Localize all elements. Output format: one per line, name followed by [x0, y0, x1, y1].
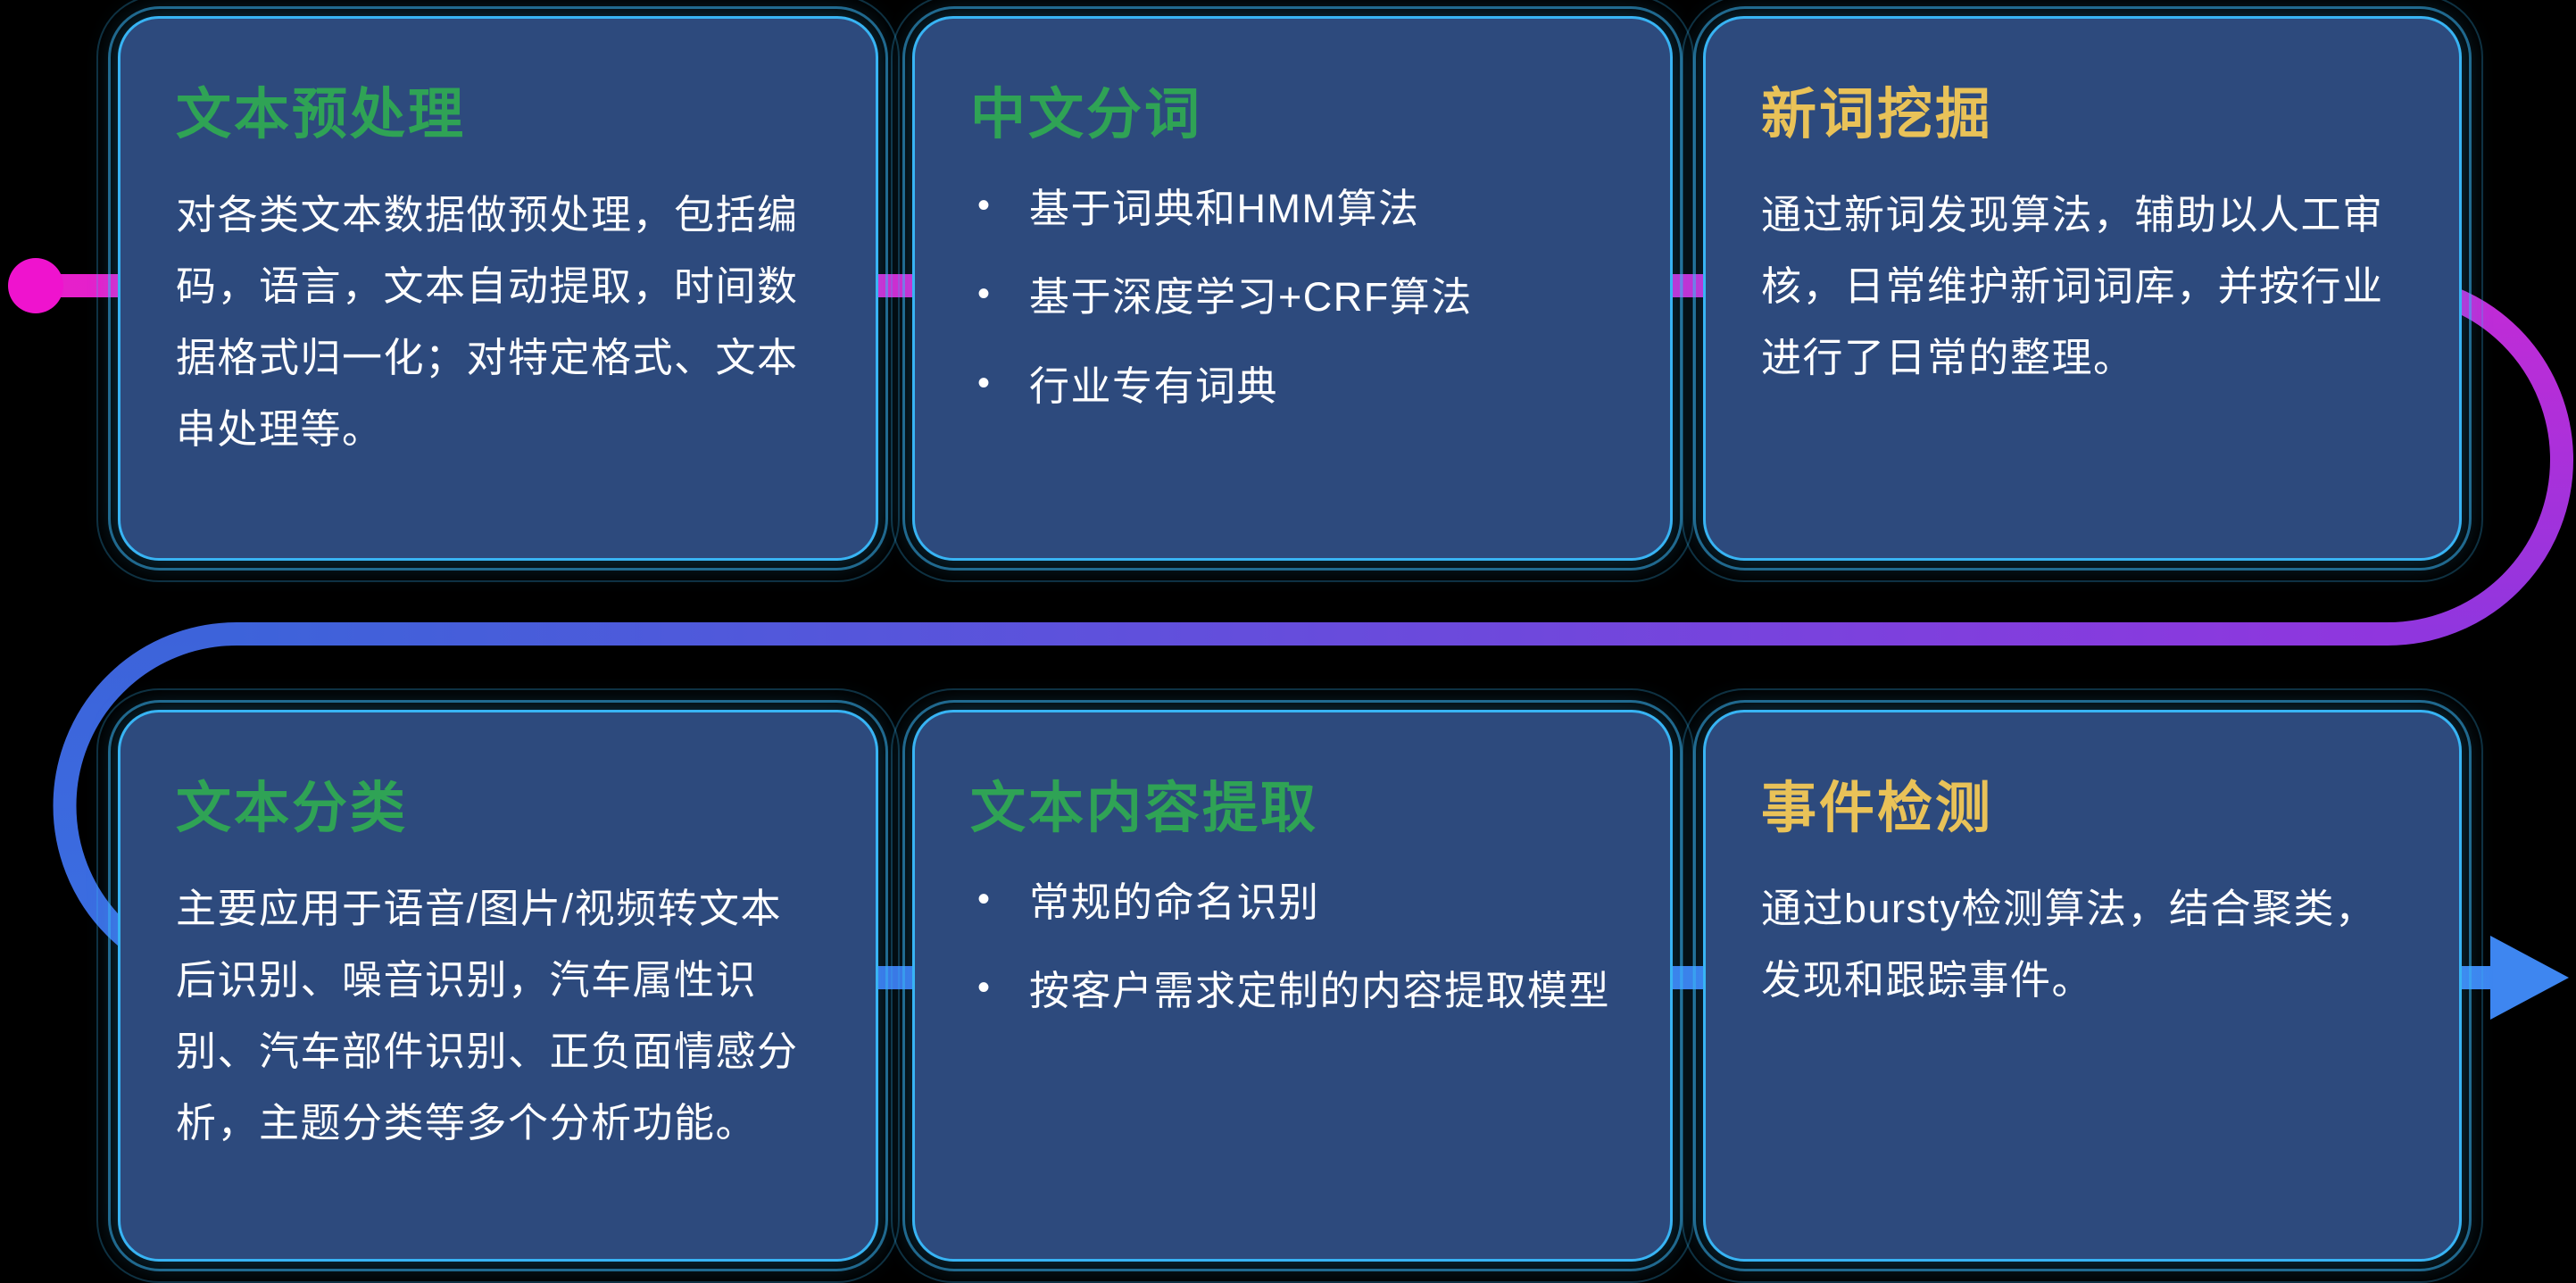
bullet-item: • 常规的命名识别	[970, 873, 1615, 931]
card-body: 通过新词发现算法，辅助以人工审核，日常维护新词词库，并按行业进行了日常的整理。	[1761, 192, 2384, 381]
card-body: 对各类文本数据做预处理，包括编码，语言，文本自动提取，时间数据格式归一化；对特定…	[176, 192, 799, 453]
flow-start-dot	[8, 258, 63, 313]
bullet-text: 按客户需求定制的内容提取模型	[1029, 968, 1611, 1014]
card-chinese-word-segmentation: 中文分词 • 基于词典和HMM算法 • 基于深度学习+CRF算法 • 行业专有词…	[891, 0, 1694, 582]
bullet-item: • 行业专有词典	[970, 357, 1615, 415]
card-text-preprocessing: 文本预处理 对各类文本数据做预处理，包括编码，语言，文本自动提取，时间数据格式归…	[96, 0, 900, 582]
bullet-text: 常规的命名识别	[1029, 879, 1320, 925]
card-title: 文本预处理	[176, 84, 467, 146]
card-text-classification: 文本分类 主要应用于语音/图片/视频转文本后识别、噪音识别，汽车属性识别、汽车部…	[96, 688, 900, 1283]
card-title: 文本内容提取	[970, 778, 1319, 839]
bullet-item: • 按客户需求定制的内容提取模型	[970, 962, 1615, 1020]
card-new-word-mining: 新词挖掘 通过新词发现算法，辅助以人工审核，日常维护新词词库，并按行业进行了日常…	[1682, 0, 2483, 582]
bullet-item: • 基于词典和HMM算法	[970, 179, 1615, 237]
bullet-dot: •	[977, 186, 992, 225]
bullet-text: 基于词典和HMM算法	[1029, 186, 1420, 231]
bullet-text: 行业专有词典	[1029, 362, 1279, 409]
card-bullet-list: • 常规的命名识别 • 按客户需求定制的内容提取模型	[970, 873, 1615, 1021]
flow-segment-right-curve	[2387, 274, 2574, 646]
card-event-detection: 事件检测 通过bursty检测算法，结合聚类，发现和跟踪事件。	[1682, 688, 2483, 1283]
card-title: 事件检测	[1761, 778, 1994, 839]
bullet-dot: •	[977, 274, 992, 314]
card-title: 新词挖掘	[1761, 84, 1994, 146]
card-body: 主要应用于语音/图片/视频转文本后识别、噪音识别，汽车属性识别、汽车部件识别、正…	[176, 886, 799, 1146]
bullet-dot: •	[977, 362, 992, 403]
bullet-text: 基于深度学习+CRF算法	[1029, 274, 1473, 321]
bullet-dot: •	[977, 968, 992, 1008]
card-body: 通过bursty检测算法，结合聚类，发现和跟踪事件。	[1761, 886, 2377, 1004]
bullet-item: • 基于深度学习+CRF算法	[970, 268, 1615, 326]
card-bullet-list: • 基于词典和HMM算法 • 基于深度学习+CRF算法 • 行业专有词典	[970, 179, 1615, 415]
bullet-dot: •	[977, 879, 992, 919]
card-title: 文本分类	[176, 778, 409, 839]
card-title: 中文分词	[970, 84, 1203, 146]
flow-arrow-icon	[2490, 936, 2569, 1020]
card-text-content-extraction: 文本内容提取 • 常规的命名识别 • 按客户需求定制的内容提取模型	[891, 688, 1694, 1283]
